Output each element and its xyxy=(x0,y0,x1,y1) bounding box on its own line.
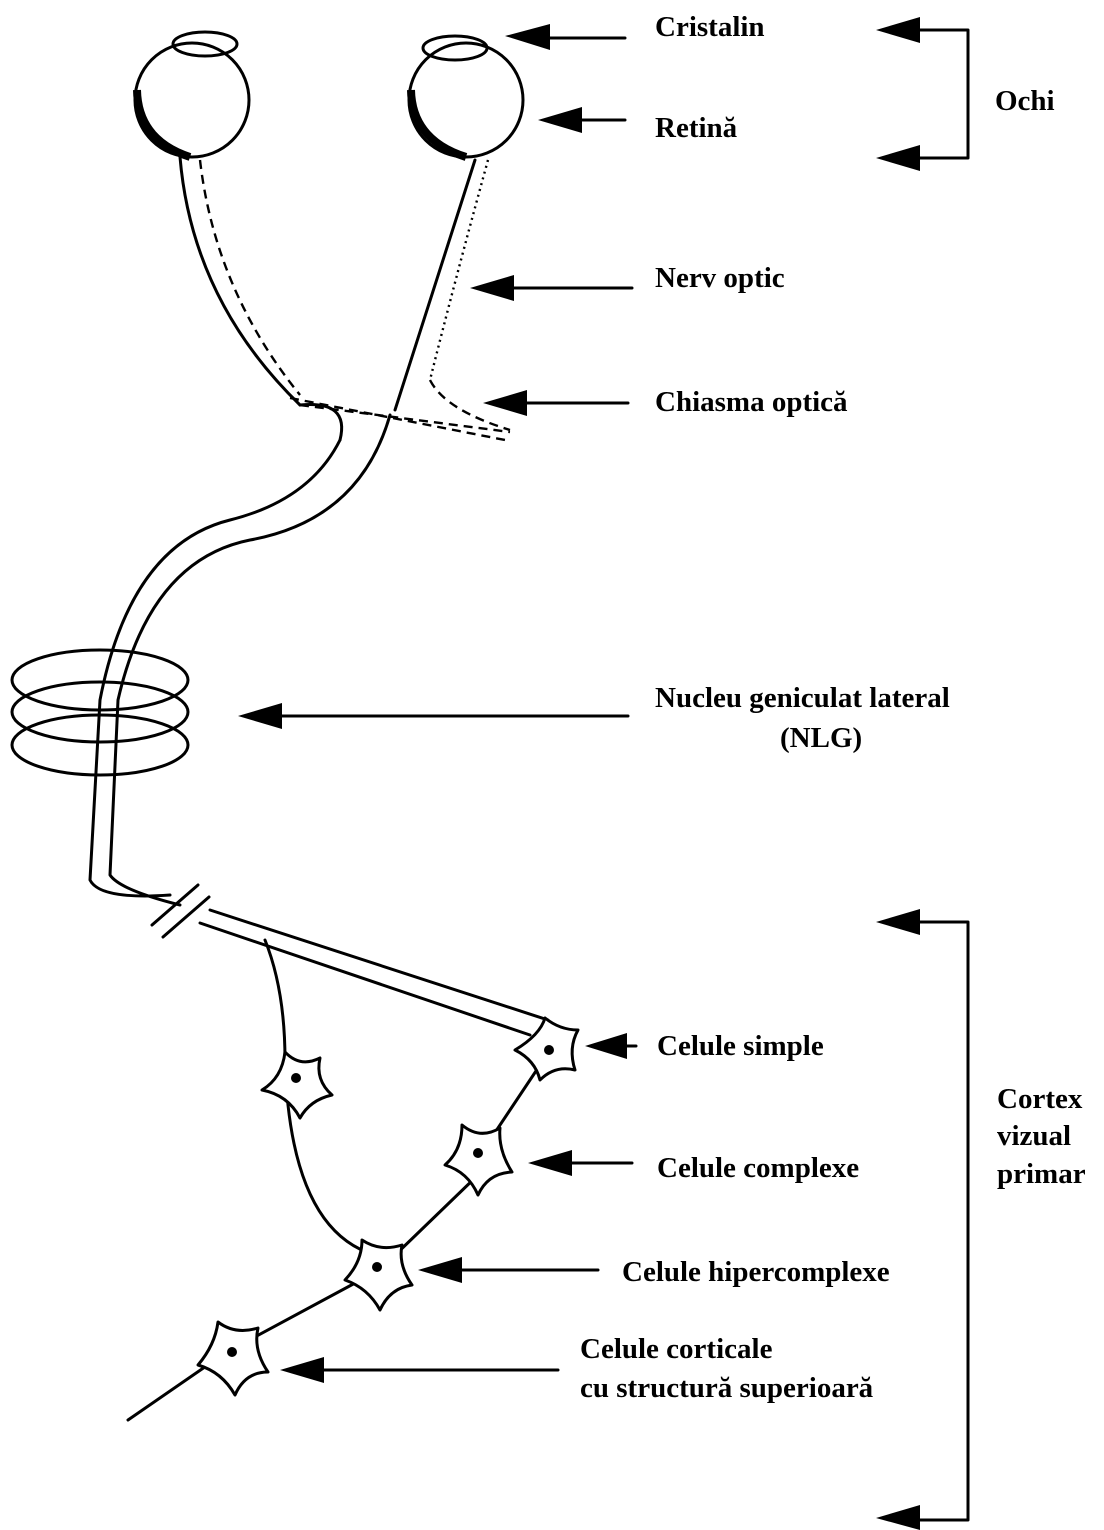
cell-simple xyxy=(515,1018,578,1080)
label-celule-hipercomplexe: Celule hipercomplexe xyxy=(622,1256,890,1288)
arrow-celule-corticale xyxy=(280,1357,558,1383)
left-eye xyxy=(135,32,249,157)
label-nlg-line2: (NLG) xyxy=(780,722,862,754)
bracket-cortex xyxy=(876,909,968,1530)
arrow-celule-complexe xyxy=(528,1150,632,1176)
label-celule-complexe: Celule complexe xyxy=(657,1152,859,1184)
arrow-cristalin xyxy=(505,24,625,50)
bracket-ochi xyxy=(876,17,968,171)
optic-nerves xyxy=(180,157,510,440)
label-nlg-line1: Nucleu geniculat lateral xyxy=(655,682,950,714)
cortical-cell-chain xyxy=(128,1065,540,1420)
right-eye xyxy=(409,36,523,157)
optic-radiation xyxy=(152,885,548,1255)
arrow-celule-simple xyxy=(585,1033,636,1059)
label-ochi: Ochi xyxy=(995,85,1055,117)
label-celule-simple: Celule simple xyxy=(657,1030,824,1062)
arrow-retina xyxy=(538,107,625,133)
label-celule-corticale-line2: cu structură superioară xyxy=(580,1372,874,1404)
cell-complex xyxy=(445,1125,512,1195)
label-retina: Retină xyxy=(655,112,738,144)
cell-higher-cortical xyxy=(198,1322,268,1395)
label-chiasma-optica: Chiasma optică xyxy=(655,386,848,418)
arrow-celule-hipercomplexe xyxy=(418,1257,598,1283)
label-cristalin: Cristalin xyxy=(655,11,765,43)
arrow-nerv-optic xyxy=(470,275,632,301)
label-celule-corticale-line1: Celule corticale xyxy=(580,1333,773,1365)
arrow-chiasma xyxy=(483,390,628,416)
arrow-nlg xyxy=(238,703,628,729)
label-cortex-line1: Cortex xyxy=(997,1083,1083,1115)
label-cortex-line3: primar xyxy=(997,1158,1086,1190)
label-cortex-line2: vizual xyxy=(997,1120,1071,1152)
label-nerv-optic: Nerv optic xyxy=(655,262,785,294)
cell-lone xyxy=(262,1052,332,1118)
optic-tract xyxy=(90,415,390,905)
cell-hypercomplex xyxy=(345,1240,412,1310)
